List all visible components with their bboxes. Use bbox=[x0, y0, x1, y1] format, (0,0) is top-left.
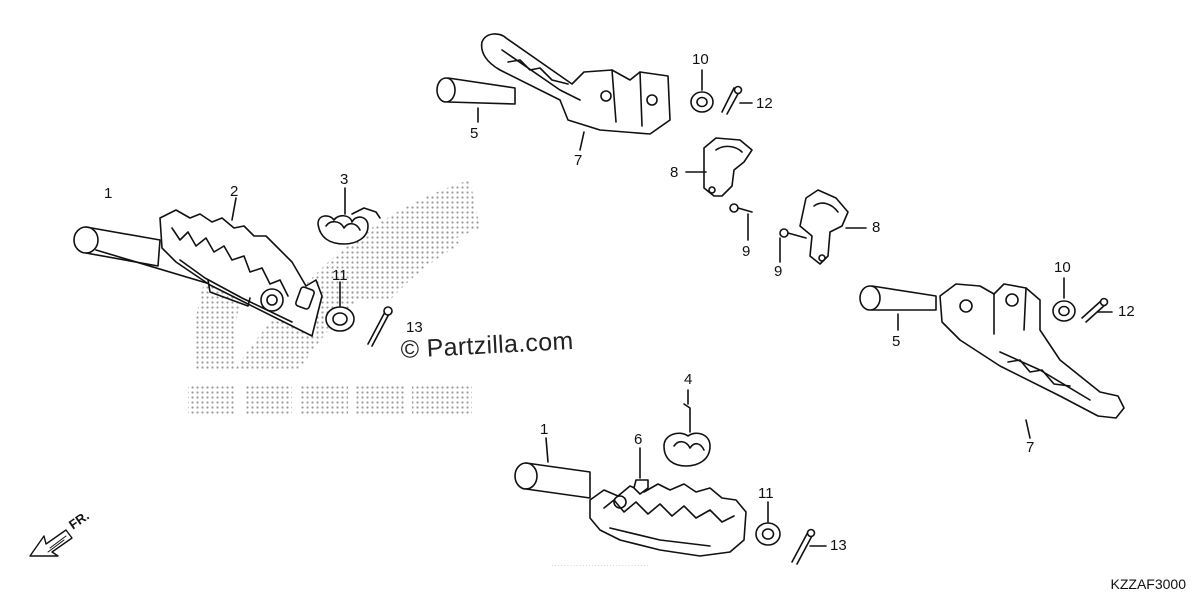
rear-footpeg-7b bbox=[939, 283, 1125, 439]
callout-5-right-pin: 5 bbox=[892, 333, 901, 350]
cotter-pin-12b bbox=[1081, 297, 1113, 323]
honda-logo-letters bbox=[188, 385, 472, 415]
copyright-fineprint: · · · · · · · · · · · · · · · · · · · · … bbox=[340, 563, 860, 569]
fineprint-line: · · · · · · · · · · · · · · · · · · · · … bbox=[551, 563, 649, 569]
honda-wing-logo bbox=[188, 180, 480, 415]
callout-5-top-pin: 5 bbox=[470, 125, 479, 142]
rear-footpeg-7a bbox=[480, 33, 671, 151]
right-cotter-pin-13 bbox=[791, 528, 827, 565]
callout-13-right-cotter: 13 bbox=[830, 537, 847, 554]
bolt-9b bbox=[779, 228, 807, 263]
callout-6-right-footpeg: 6 bbox=[634, 431, 643, 448]
bracket-8a bbox=[685, 137, 753, 197]
left-cotter-pin-13 bbox=[367, 306, 393, 347]
right-footpeg-6 bbox=[589, 447, 747, 557]
callout-8-bracket-a: 8 bbox=[670, 164, 679, 181]
cotter-pin-12a bbox=[721, 85, 753, 115]
callout-9-bolt-a: 9 bbox=[742, 243, 751, 260]
callout-9-bolt-b: 9 bbox=[774, 263, 783, 280]
callout-10-right-washer: 10 bbox=[1054, 259, 1071, 276]
left-footpeg-pin-1 bbox=[73, 226, 231, 291]
rear-footpeg-pin-5a bbox=[436, 77, 516, 123]
callout-11-left-washer: 11 bbox=[332, 267, 348, 284]
left-washer-11 bbox=[325, 281, 355, 332]
washer-10b bbox=[1052, 277, 1076, 322]
diagram-code: KZZAF3000 bbox=[1110, 576, 1186, 592]
callout-10-top-washer: 10 bbox=[692, 51, 709, 68]
right-footpeg-pin-1 bbox=[514, 437, 591, 499]
bolt-9a bbox=[729, 203, 753, 241]
left-return-spring-3 bbox=[317, 187, 381, 245]
front-direction-arrow-icon bbox=[29, 529, 73, 557]
callout-12-top-cotter: 12 bbox=[756, 95, 773, 112]
right-return-spring-4 bbox=[663, 389, 711, 467]
left-footpeg-2 bbox=[159, 197, 323, 337]
callout-8-bracket-b: 8 bbox=[872, 219, 881, 236]
callout-11-right-washer: 11 bbox=[758, 485, 774, 502]
callout-13-left-cotter: 13 bbox=[406, 319, 423, 336]
callout-7-right-footpeg: 7 bbox=[1026, 439, 1035, 456]
callout-7-top-footpeg: 7 bbox=[574, 152, 583, 169]
callout-12-right-cotter: 12 bbox=[1118, 303, 1135, 320]
right-washer-11 bbox=[755, 501, 781, 546]
washer-10a bbox=[690, 69, 714, 113]
callout-3-left-spring: 3 bbox=[340, 171, 349, 188]
callout-4-right-spring: 4 bbox=[684, 371, 693, 388]
callout-1-bottom-pin: 1 bbox=[540, 421, 549, 438]
bracket-8b bbox=[799, 189, 867, 265]
callout-1-left-pin: 1 bbox=[104, 185, 113, 202]
rear-footpeg-pin-5b bbox=[859, 285, 937, 331]
callout-2-left-footpeg: 2 bbox=[230, 183, 239, 200]
